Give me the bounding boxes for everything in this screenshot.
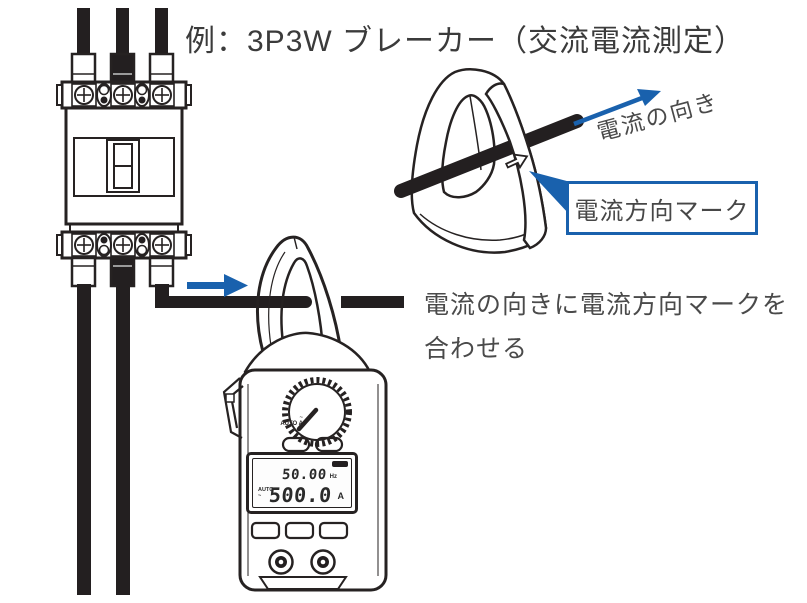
lcd-frequency-row: 50.00 (281, 466, 328, 484)
current-flow-arrow-icon (187, 274, 248, 297)
dial-range-label: ~ AUTO A (277, 415, 303, 427)
instruction-line-2: 合わせる (424, 335, 529, 363)
breaker-top-wires (77, 8, 168, 56)
direction-mark-callout: 電流方向マーク (566, 181, 758, 235)
meter-top-buttons (281, 436, 344, 453)
sensor-detail (394, 68, 584, 254)
meter-lcd: 50.00 Hz AUTO ~ 500.0 A (246, 452, 358, 514)
instruction-line-1: 電流の向きに電流方向マークを (424, 291, 789, 319)
lcd-ac-flag: ~ (258, 493, 262, 499)
terminal-screws-bottom (71, 233, 175, 257)
measured-wire (341, 296, 404, 308)
current-direction-arrow-icon (573, 89, 661, 127)
page-title: 例：3P3W ブレーカー（交流電流測定） (185, 25, 746, 58)
lcd-auto-flag: AUTO (258, 487, 274, 493)
direction-mark-icon (504, 153, 529, 170)
lcd-main-row: 500.0 (267, 483, 333, 507)
lcd-main-value: 500.0 (267, 483, 333, 507)
lcd-frequency-value: 50.00 (281, 467, 328, 483)
lcd-main-unit: A (337, 491, 345, 501)
lcd-screen: 50.00 Hz AUTO ~ 500.0 A (252, 458, 352, 508)
instruction-text: 電流の向きに電流方向マークを 合わせる (424, 283, 788, 371)
lcd-frequency-unit: Hz (329, 474, 337, 480)
clamp-meter (222, 235, 404, 592)
meter-function-buttons (250, 521, 349, 540)
callout-pointer (529, 171, 578, 214)
lcd-mode-flags: AUTO ~ (258, 487, 273, 499)
dial-mode-symbols: ~ (299, 415, 303, 421)
breaker-bottom-wires (77, 284, 312, 595)
wire-detail (394, 114, 584, 198)
battery-indicator-icon (332, 461, 348, 467)
jaw-release-lever (222, 377, 244, 439)
meter-clamp-jaw (256, 235, 343, 353)
meter-input-jacks (268, 549, 336, 575)
breaker-toggle (106, 139, 140, 193)
terminal-screws-top (71, 83, 175, 107)
breaker (56, 8, 312, 595)
dial-label-text: AUTO A (280, 421, 303, 427)
